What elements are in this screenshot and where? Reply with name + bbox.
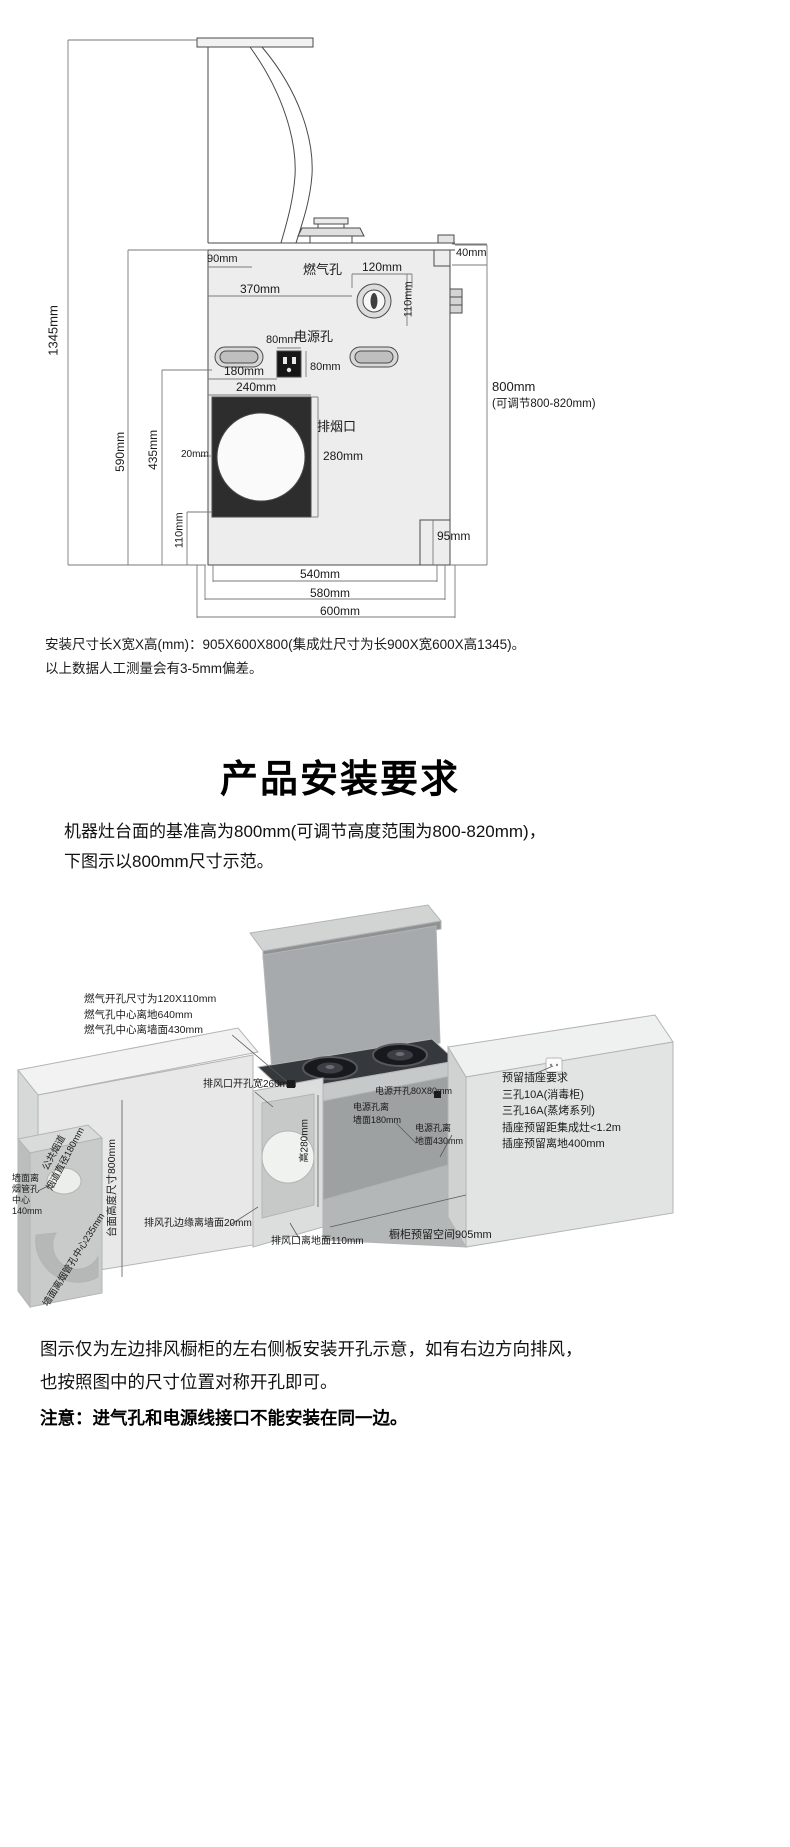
cabinet-shapes [17,904,674,1309]
footer-line-1: 图示仅为左边排风橱柜的左右侧板安装开孔示意，如有右边方向排风， [40,1339,583,1359]
flue-pipe-hole [46,1167,82,1195]
power-hole-note: 电源开孔80X80mm [375,1086,453,1096]
vent-width-note: 排风口开孔宽260mm [203,1079,297,1090]
dimension-lines [67,39,488,618]
tolerance-caption: 以上数据人工测量会有3-5mm偏差。 [45,661,263,676]
dim-40: 40mm [456,247,487,259]
stove-backsplash [262,925,441,1072]
gas-hole-marker [287,1080,295,1088]
exhaust-outlet-hole [216,412,306,502]
dim-370: 370mm [239,282,280,296]
dim-95: 95mm [437,529,471,543]
vent-floor-note: 排风口离地面110mm [271,1236,364,1247]
dim-540: 540mm [299,567,340,581]
cabinet-space-note: 橱柜预留空间905mm [389,1229,492,1241]
exhaust-outlet-label: 排烟口 [317,419,357,434]
warning-note: 注意：进气孔和电源线接口不能安装在同一边。 [40,1408,408,1428]
counter-height-note: 台面高度尺寸800mm [105,1139,118,1238]
dim-110-gas: 110mm [402,281,415,318]
dim-240: 240mm [236,380,277,394]
gas-hole-notes: 燃气开孔尺寸为120X110mm 燃气孔中心离地640mm 燃气孔中心离墙面43… [84,993,217,1036]
dim-80-h: 80mm [310,361,341,373]
dim-280: 280mm [323,449,364,463]
power-wall-note: 电源孔离 墙面180mm [353,1102,402,1125]
cabinet-iso-svg [17,904,674,1309]
power-socket [276,350,302,378]
socket-requirements: 预留插座要求 三孔10A(消毒柜) 三孔16A(蒸烤系列) 插座预留距集成灶<1… [502,1072,621,1150]
stove-outline [196,37,463,566]
dim-800-note: (可调节800-820mm) [492,398,596,410]
dim-580: 580mm [309,586,350,600]
curved-duct [35,1232,99,1283]
dim-435: 435mm [146,429,161,470]
burner-grate [297,227,365,237]
install-size-caption: 安装尺寸长X宽X高(mm)：905X600X800(集成灶尺寸为长900X宽60… [45,637,526,652]
right-counter-side [447,1045,467,1249]
gas-hole-label: 燃气孔 [303,262,343,277]
footer-line-2: 也按照图中的尺寸位置对称开孔即可。 [40,1372,338,1392]
dim-590: 590mm [113,431,128,472]
power-hole-label: 电源孔 [294,329,334,344]
height-280-note: 高280mm [299,1119,311,1163]
vent-edge-note: 排风孔边缘离墙面20mm [144,1218,252,1229]
dim-90: 90mm [207,253,238,265]
power-floor-note: 电源孔离 地面430mm [415,1123,464,1146]
dim-110-bottom: 110mm [173,512,186,549]
section-title: 产品安装要求 [219,759,460,801]
dim-600: 600mm [319,604,360,618]
vent-hole [261,1130,315,1184]
dim-total-height: 1345mm [45,305,61,356]
intro-line-2: 下图示以800mm尺寸示范。 [64,852,274,871]
dim-120: 120mm [361,260,402,274]
wall-center-140-note: 墙面离 烟管孔 中心 140mm [12,1173,43,1216]
stove-dimension-diagram: 1345mm 90mm 40mm 燃气孔 120mm 110mm 370mm 电… [0,0,790,695]
dim-800: 800mm [492,379,536,394]
dim-20: 20mm [181,449,209,460]
power-hole-marker [434,1091,441,1098]
reserved-socket [545,1057,563,1073]
gas-inlet-connector [449,288,463,314]
leader-lines [37,1034,554,1277]
dim-180: 180mm [224,364,265,378]
dim-80-w: 80mm [266,334,297,346]
intro-line-1: 机器灶台面的基准高为800mm(可调节高度范围为800-820mm)， [64,822,546,841]
cabinet-install-diagram: 燃气开孔尺寸为120X110mm 燃气孔中心离地640mm 燃气孔中心离墙面43… [0,895,790,1335]
stove-dimension-drawing-svg [67,37,488,618]
